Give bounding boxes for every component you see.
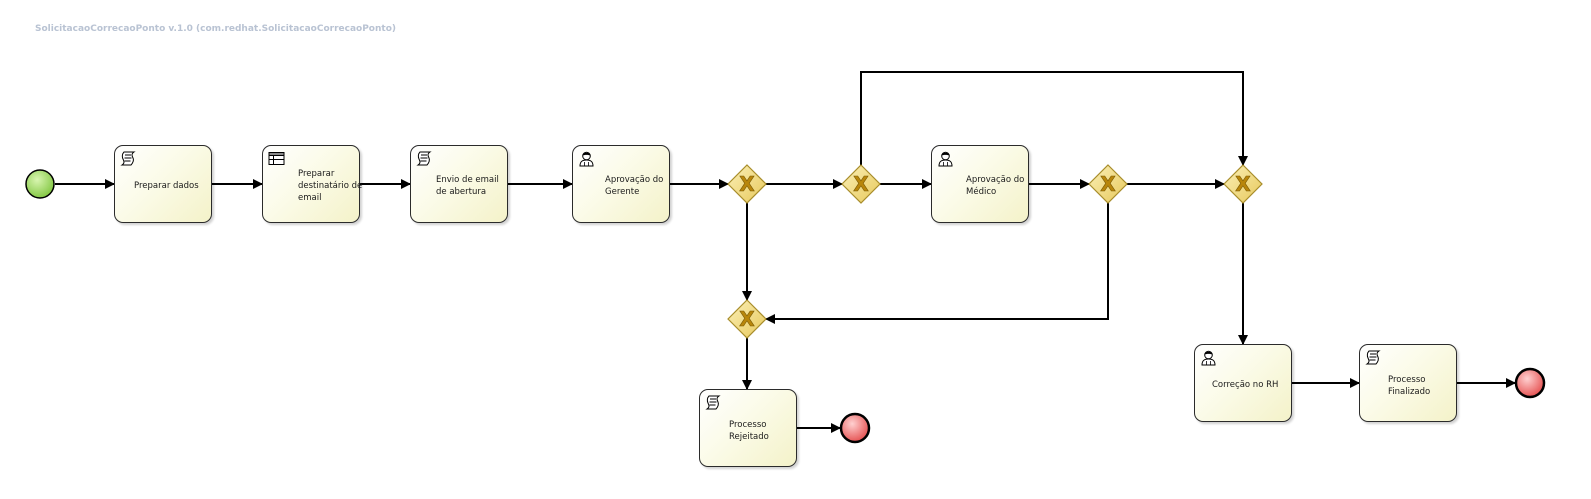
diagram-title: SolicitacaoCorrecaoPonto v.1.0 (com.redh… (35, 24, 396, 34)
task-preparar-destinatario[interactable] (262, 145, 360, 223)
gw-necessita-medico[interactable]: X (841, 164, 881, 204)
sequence-flows (55, 71, 1516, 433)
task-label: Correção no RH (1212, 380, 1279, 390)
task-aprovacao-medico[interactable] (931, 145, 1029, 223)
task-aprovacao-gerente[interactable] (572, 145, 670, 223)
gw-merge-aprovacao[interactable]: X (1223, 164, 1263, 204)
sequence-flow-gw-decisao-medico-to-gw-merge-rejeicao[interactable] (765, 203, 1109, 324)
gateway-diamond (727, 164, 767, 204)
task-label: Envio de email de abertura (436, 175, 499, 197)
exclusive-gateway-marker: X (739, 172, 755, 196)
script-icon (1365, 349, 1382, 366)
gw-merge-rejeicao[interactable]: X (727, 299, 767, 339)
exclusive-gateway-marker: X (739, 307, 755, 331)
flow-nodes: X X X X X (25, 164, 1546, 444)
task-correcao-rh[interactable] (1194, 344, 1292, 422)
user-icon (937, 150, 954, 167)
task-processo-finalizado[interactable] (1359, 344, 1457, 422)
exclusive-gateway-marker: X (853, 172, 869, 196)
exclusive-gateway-marker: X (1235, 172, 1251, 196)
task-label: Preparar dados (134, 181, 199, 191)
task-label: Aprovação do Gerente (605, 175, 664, 197)
task-preparar-dados[interactable] (114, 145, 212, 223)
user-icon (1200, 349, 1217, 366)
end-event-finalizado[interactable] (1514, 367, 1546, 399)
gateway-diamond (1088, 164, 1128, 204)
exclusive-gateway-marker: X (1100, 172, 1116, 196)
gw-decisao-gerente[interactable]: X (727, 164, 767, 204)
gw-decisao-medico[interactable]: X (1088, 164, 1128, 204)
user-icon (578, 150, 595, 167)
gateway-diamond (727, 299, 767, 339)
task-label: Preparar destinatário de email (298, 169, 363, 203)
task-label: Processo Rejeitado (729, 420, 769, 442)
start-event[interactable] (25, 169, 55, 199)
task-label: Aprovação do Médico (966, 175, 1025, 197)
task-processo-rejeitado[interactable] (699, 389, 797, 467)
task-envio-email[interactable] (410, 145, 508, 223)
gateway-diamond (1223, 164, 1263, 204)
end-event-rejeitado[interactable] (839, 412, 871, 444)
table-icon (268, 150, 285, 167)
script-icon (416, 150, 433, 167)
task-label: Processo Finalizado (1388, 375, 1431, 397)
gateway-diamond (841, 164, 881, 204)
script-icon (120, 150, 137, 167)
sequence-flow-gw-necessita-medico-to-gw-merge-aprovacao[interactable] (860, 71, 1248, 166)
script-icon (705, 394, 722, 411)
